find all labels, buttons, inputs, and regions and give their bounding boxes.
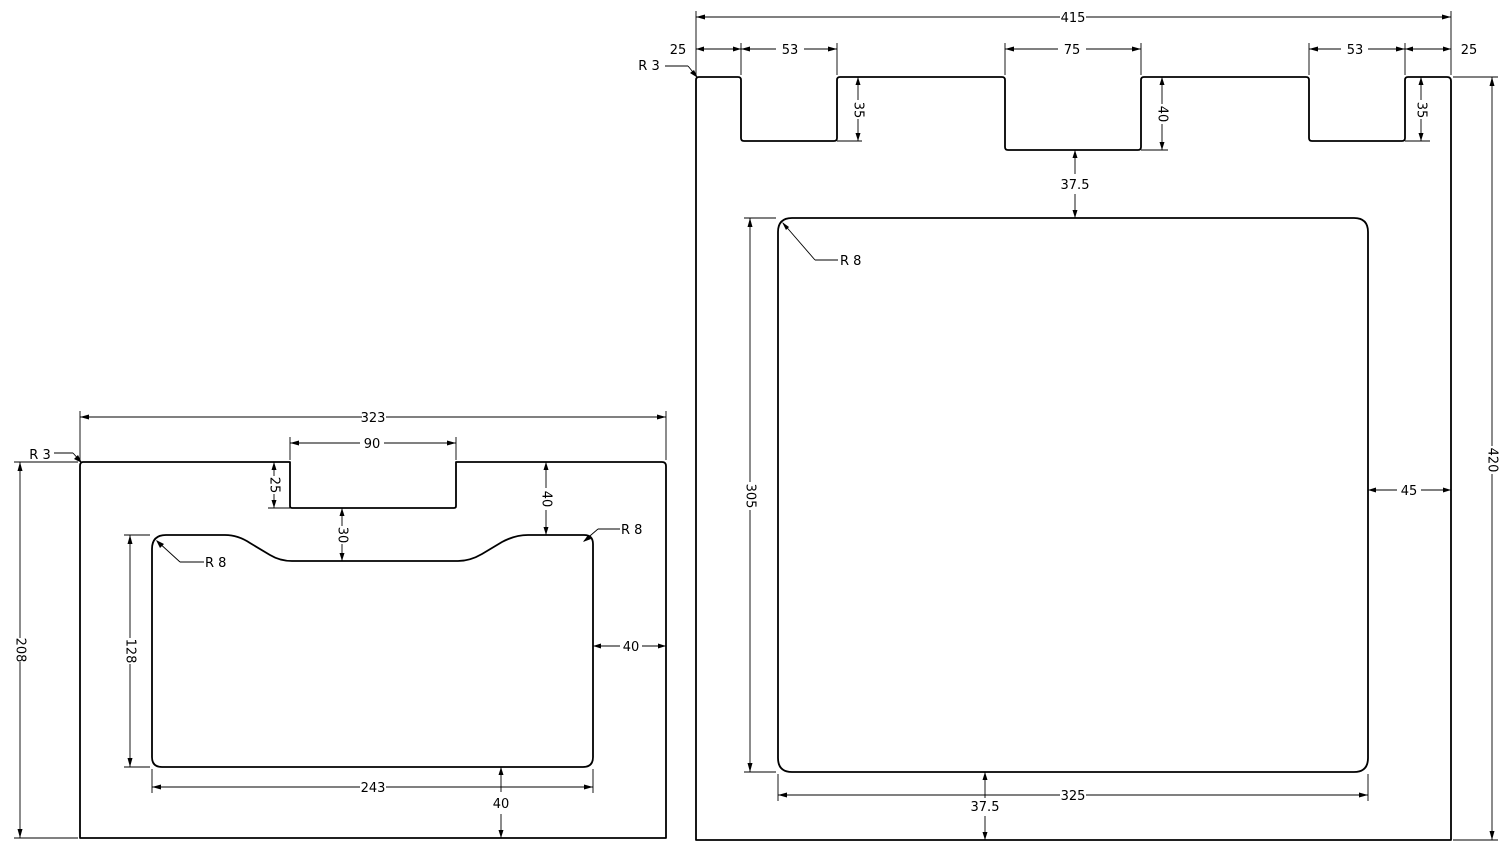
label-left-window-height: 128 bbox=[123, 639, 138, 664]
label-left-overall-width: 323 bbox=[361, 411, 386, 426]
leader-left-corner-radius: R 3 bbox=[29, 448, 82, 463]
label-right-notch-to-window: 37.5 bbox=[1061, 178, 1090, 193]
left-window-outline bbox=[151, 534, 594, 768]
label-right-notch-center-depth: 40 bbox=[1155, 106, 1170, 123]
label-right-window-height: 305 bbox=[743, 484, 758, 509]
label-left-corner-radius: R 3 bbox=[29, 448, 50, 463]
dim-right-right-margin: 45 bbox=[1368, 484, 1451, 499]
dim-right-notch-to-window: 37.5 bbox=[1061, 150, 1090, 218]
dim-right-window-height: 305 bbox=[743, 217, 776, 773]
leader-right-window-radius: R 8 bbox=[782, 222, 861, 269]
dim-left-top-margin: 40 bbox=[539, 462, 554, 535]
dim-right-bottom-margin: 37.5 bbox=[971, 772, 1000, 840]
dim-right-notch-center-depth: 40 bbox=[1141, 77, 1170, 151]
label-right-bottom-margin: 37.5 bbox=[971, 800, 1000, 815]
label-left-overall-height: 208 bbox=[13, 638, 28, 663]
label-left-notch-depth: 25 bbox=[267, 477, 282, 494]
dim-right-overall-width: 415 bbox=[695, 11, 1452, 75]
label-right-window-radius: R 8 bbox=[840, 254, 861, 269]
right-part-outline bbox=[695, 76, 1452, 841]
label-right-notch-left-width: 53 bbox=[782, 43, 799, 58]
label-right-window-width: 325 bbox=[1061, 789, 1086, 804]
dim-left-notch-to-window: 30 bbox=[335, 508, 350, 561]
label-right-overall-width: 415 bbox=[1061, 11, 1086, 26]
dim-left-bottom-margin: 40 bbox=[493, 767, 510, 838]
label-left-notch-width: 90 bbox=[364, 437, 381, 452]
label-right-edge-right: 25 bbox=[1461, 43, 1478, 58]
dim-left-right-margin: 40 bbox=[593, 640, 666, 655]
right-window-outline bbox=[777, 217, 1369, 773]
leader-left-window-radius-left: R 8 bbox=[156, 540, 226, 571]
dim-left-overall-width: 323 bbox=[79, 411, 667, 460]
dim-right-notch-left-depth: 35 bbox=[837, 77, 866, 142]
label-left-window-radius-left: R 8 bbox=[205, 556, 226, 571]
dim-left-overall-height: 208 bbox=[13, 461, 78, 839]
label-left-window-width: 243 bbox=[361, 781, 386, 796]
label-right-right-margin: 45 bbox=[1401, 484, 1418, 499]
label-left-top-margin: 40 bbox=[539, 491, 554, 508]
dim-left-notch-width: 90 bbox=[289, 437, 457, 460]
label-right-notch-right-width: 53 bbox=[1347, 43, 1364, 58]
dim-right-notch-right-depth: 35 bbox=[1405, 77, 1430, 142]
leader-left-window-radius-right: R 8 bbox=[583, 523, 642, 542]
label-right-overall-height: 420 bbox=[1485, 448, 1500, 473]
label-left-bottom-margin: 40 bbox=[493, 797, 510, 812]
label-right-notch-right-depth: 35 bbox=[1414, 102, 1429, 119]
right-part: 415 25 53 75 bbox=[638, 11, 1500, 841]
dim-right-window-width: 325 bbox=[777, 774, 1369, 804]
dim-right-top-chain: 25 53 75 53 25 bbox=[670, 43, 1478, 75]
left-part: 323 90 R 3 208 bbox=[13, 411, 667, 839]
label-right-notch-center-width: 75 bbox=[1064, 43, 1081, 58]
label-right-edge-left: 25 bbox=[670, 43, 687, 58]
dim-right-overall-height: 420 bbox=[1453, 76, 1500, 841]
label-left-window-radius-right: R 8 bbox=[621, 523, 642, 538]
dim-left-notch-depth: 25 bbox=[267, 462, 290, 509]
label-right-notch-left-depth: 35 bbox=[851, 102, 866, 119]
left-part-outline bbox=[79, 461, 667, 839]
label-left-notch-to-window: 30 bbox=[335, 527, 350, 544]
dim-left-window-width: 243 bbox=[151, 769, 594, 796]
label-right-corner-radius: R 3 bbox=[638, 59, 659, 74]
label-left-right-margin: 40 bbox=[623, 640, 640, 655]
dim-left-window-height: 128 bbox=[123, 534, 150, 768]
leader-right-corner-radius: R 3 bbox=[638, 59, 698, 78]
